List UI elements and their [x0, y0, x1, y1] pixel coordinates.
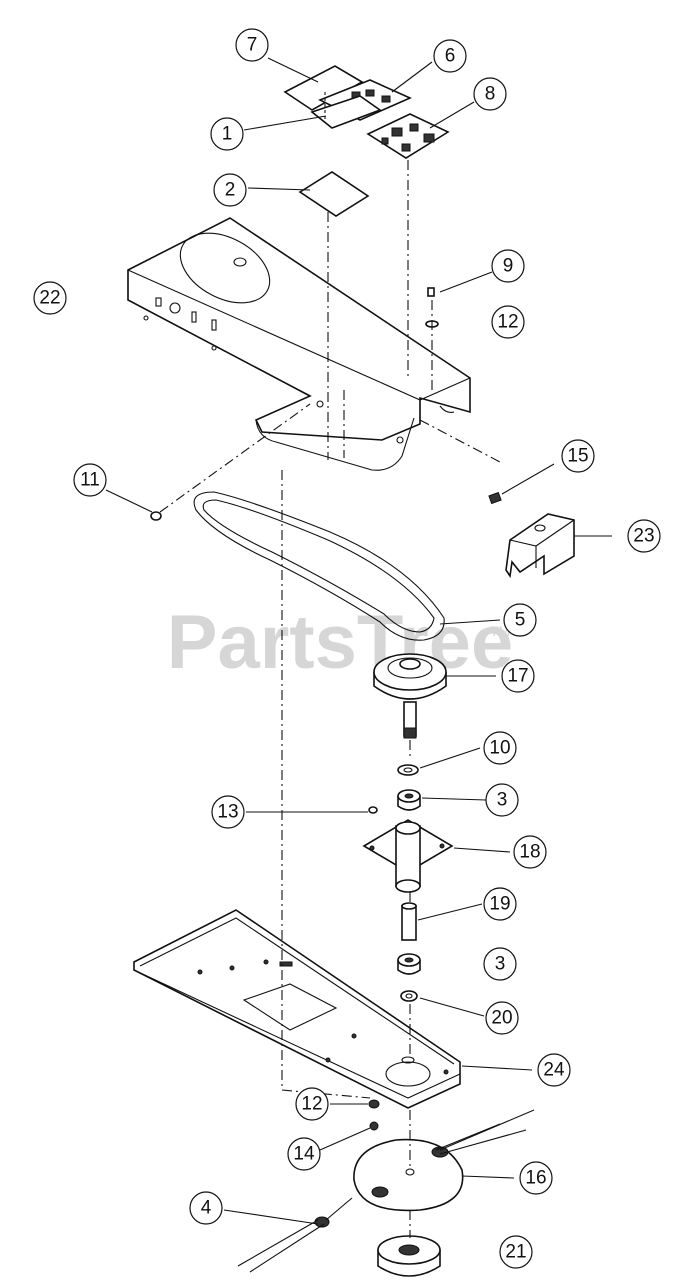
- callout-12-lower: 12: [295, 1087, 329, 1121]
- decal-2: [298, 171, 370, 217]
- callout-9: 9: [491, 249, 525, 283]
- callout-3-lower: 3: [483, 947, 517, 981]
- svg-text:3: 3: [495, 954, 506, 975]
- svg-text:6: 6: [445, 46, 456, 67]
- svg-text:12: 12: [497, 312, 518, 333]
- spacer-19: [401, 902, 417, 941]
- trimmer-line-4: [237, 1197, 353, 1273]
- lower-deck-24: [133, 909, 461, 1109]
- svg-text:10: 10: [489, 738, 510, 759]
- housing-18: [362, 819, 454, 893]
- svg-text:21: 21: [505, 1242, 526, 1263]
- callout-17: 17: [501, 659, 535, 693]
- callout-13: 13: [211, 795, 245, 829]
- callout-22: 22: [33, 281, 67, 315]
- pulley-17: [373, 653, 447, 739]
- callout-19: 19: [483, 887, 517, 921]
- bearing-3-lower: [397, 953, 421, 975]
- clip-15: [488, 491, 502, 505]
- callout-1: 1: [210, 117, 244, 151]
- svg-text:24: 24: [543, 1060, 565, 1081]
- callout-7: 7: [235, 28, 269, 62]
- callout-14: 14: [287, 1137, 321, 1171]
- callout-11: 11: [73, 463, 107, 497]
- svg-text:20: 20: [491, 1008, 512, 1029]
- watermark: PartsTree TM: [167, 600, 513, 685]
- callout-4: 4: [189, 1191, 223, 1225]
- callout-16: 16: [519, 1161, 553, 1195]
- callout-23: 23: [627, 519, 661, 553]
- callout-15: 15: [561, 439, 595, 473]
- svg-text:8: 8: [485, 84, 496, 105]
- washer-20: [400, 990, 418, 1002]
- svg-text:11: 11: [80, 470, 100, 491]
- nut-12: [368, 1099, 380, 1109]
- svg-text:12: 12: [301, 1094, 322, 1115]
- watermark-text: PartsTree: [167, 600, 513, 685]
- callout-2: 2: [213, 173, 247, 207]
- callout-5: 5: [503, 603, 537, 637]
- svg-text:18: 18: [519, 842, 540, 863]
- svg-text:1: 1: [222, 124, 233, 145]
- washer-10: [397, 764, 419, 776]
- svg-text:5: 5: [515, 610, 526, 631]
- pin-13: [368, 806, 378, 814]
- svg-text:15: 15: [567, 446, 588, 467]
- callout-21: 21: [499, 1235, 533, 1269]
- nut-14: [369, 1121, 379, 1131]
- svg-text:22: 22: [39, 288, 60, 309]
- svg-text:3: 3: [497, 790, 508, 811]
- svg-text:19: 19: [489, 894, 510, 915]
- callout-20: 20: [485, 1001, 519, 1035]
- callout-24: 24: [537, 1053, 571, 1087]
- screw-11: [150, 511, 162, 521]
- bracket-23: [505, 513, 575, 579]
- svg-text:16: 16: [525, 1168, 546, 1189]
- bearing-3-upper: [397, 789, 421, 811]
- svg-text:17: 17: [507, 666, 528, 687]
- upper-frame: [127, 217, 471, 471]
- svg-text:9: 9: [503, 256, 514, 277]
- svg-text:4: 4: [201, 1198, 212, 1219]
- callout-6: 6: [433, 39, 467, 73]
- svg-text:13: 13: [217, 802, 238, 823]
- callout-8: 8: [473, 77, 507, 111]
- assembly-lines: [159, 160, 501, 1238]
- svg-text:14: 14: [293, 1144, 315, 1165]
- decal-1: [310, 92, 382, 129]
- callout-12-upper: 12: [491, 305, 525, 339]
- drum-21: [377, 1235, 441, 1277]
- leader-lines: [105, 57, 612, 1225]
- decal-8: [366, 113, 450, 159]
- svg-text:2: 2: [225, 180, 236, 201]
- callout-10: 10: [483, 731, 517, 765]
- blade-disc-16: [353, 1109, 535, 1212]
- svg-text:23: 23: [633, 526, 654, 547]
- callout-18: 18: [513, 835, 547, 869]
- decal-7: [283, 65, 364, 111]
- svg-text:7: 7: [247, 35, 258, 56]
- callout-3-upper: 3: [485, 783, 519, 817]
